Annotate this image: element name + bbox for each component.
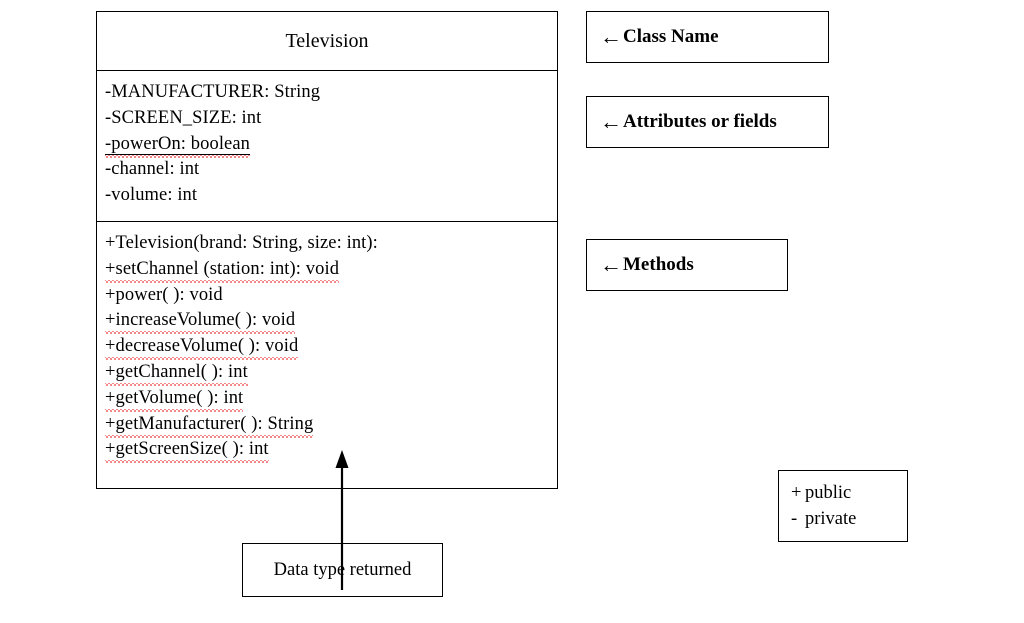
method-row: +getManufacturer( ): String <box>105 412 557 438</box>
legend-row-private: -private <box>791 506 907 532</box>
method-text: +increaseVolume( ): void <box>105 310 296 331</box>
method-text: +setChannel (station: int): void <box>105 258 340 279</box>
legend-meaning: public <box>805 483 852 503</box>
annotation-data-type-returned: Data type returned <box>242 543 443 597</box>
left-arrow-icon: ← <box>600 252 622 277</box>
method-row: +getScreenSize( ): int <box>105 437 557 463</box>
annotation-attributes: ← Attributes or fields <box>586 96 829 148</box>
annotation-methods: ← Methods <box>586 239 788 291</box>
annotation-label: Attributes or fields <box>623 111 777 132</box>
class-name-text: Television <box>285 30 369 52</box>
attribute-row: -MANUFACTURER: String <box>105 80 557 106</box>
attribute-text: -volume: int <box>105 185 198 206</box>
method-text: +getScreenSize( ): int <box>105 439 269 460</box>
legend-symbol: + <box>791 483 802 503</box>
method-text: +Television(brand: String, size: int): <box>105 233 378 253</box>
left-arrow-icon: ← <box>600 24 622 49</box>
method-text: +decreaseVolume( ): void <box>105 336 299 357</box>
attribute-row: -powerOn: boolean <box>105 132 557 158</box>
legend-meaning: private <box>805 509 857 529</box>
attributes-compartment: -MANUFACTURER: String -SCREEN_SIZE: int … <box>97 71 557 222</box>
visibility-legend: +public -private <box>778 470 908 542</box>
method-text: +power( ): void <box>105 284 223 305</box>
annotation-label: Methods <box>623 254 694 275</box>
method-row: +Television(brand: String, size: int): <box>105 231 557 257</box>
annotation-label: Data type returned <box>273 559 412 580</box>
attribute-row: -channel: int <box>105 157 557 183</box>
method-text: +getChannel( ): int <box>105 361 248 382</box>
method-text: +getManufacturer( ): String <box>105 413 314 434</box>
method-row: +power( ): void <box>105 283 557 309</box>
attribute-text: -channel: int <box>105 159 200 180</box>
methods-compartment: +Television(brand: String, size: int): +… <box>97 222 557 463</box>
method-row: +decreaseVolume( ): void <box>105 334 557 360</box>
method-row: +increaseVolume( ): void <box>105 308 557 334</box>
attribute-text: -SCREEN_SIZE: int <box>105 107 262 128</box>
attribute-row: -SCREEN_SIZE: int <box>105 106 557 132</box>
annotation-label: Class Name <box>623 26 719 47</box>
attribute-row: -volume: int <box>105 183 557 209</box>
legend-symbol: - <box>791 509 798 529</box>
uml-class-box: Television -MANUFACTURER: String -SCREEN… <box>96 11 558 489</box>
method-row: +getChannel( ): int <box>105 360 557 386</box>
attribute-text: -MANUFACTURER: String <box>105 82 321 102</box>
class-name-compartment: Television <box>97 12 557 71</box>
attribute-text: -powerOn: boolean <box>105 133 251 155</box>
method-row: +setChannel (station: int): void <box>105 257 557 283</box>
legend-row-public: +public <box>791 480 907 506</box>
method-text: +getVolume( ): int <box>105 387 244 408</box>
left-arrow-icon: ← <box>600 109 622 134</box>
method-row: +getVolume( ): int <box>105 386 557 412</box>
annotation-class-name: ← Class Name <box>586 11 829 63</box>
